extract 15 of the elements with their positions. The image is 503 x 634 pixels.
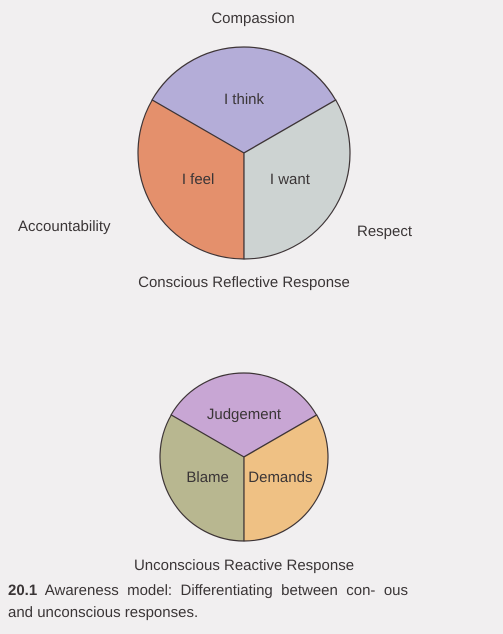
pie-sector bbox=[171, 373, 317, 457]
value-label: Compassion bbox=[210, 10, 296, 27]
sector-label: I want bbox=[268, 170, 311, 188]
circle-diagram bbox=[160, 373, 328, 541]
sector-label: Judgement bbox=[206, 406, 282, 423]
pie-sector bbox=[152, 47, 336, 153]
circle-caption: Conscious Reflective Response bbox=[137, 274, 351, 291]
value-label: Accountability bbox=[18, 218, 111, 235]
circle-caption: Unconscious Reactive Response bbox=[132, 557, 356, 574]
sector-label: Demands bbox=[247, 469, 314, 486]
circle-diagram bbox=[138, 47, 350, 259]
sector-label: I feel bbox=[180, 170, 216, 188]
figure-caption: 20.1 Awareness model: Differentiating between con- ous and unconscious responses. bbox=[8, 581, 408, 623]
sector-label: I think bbox=[222, 91, 265, 108]
value-label: Respect bbox=[357, 223, 412, 240]
